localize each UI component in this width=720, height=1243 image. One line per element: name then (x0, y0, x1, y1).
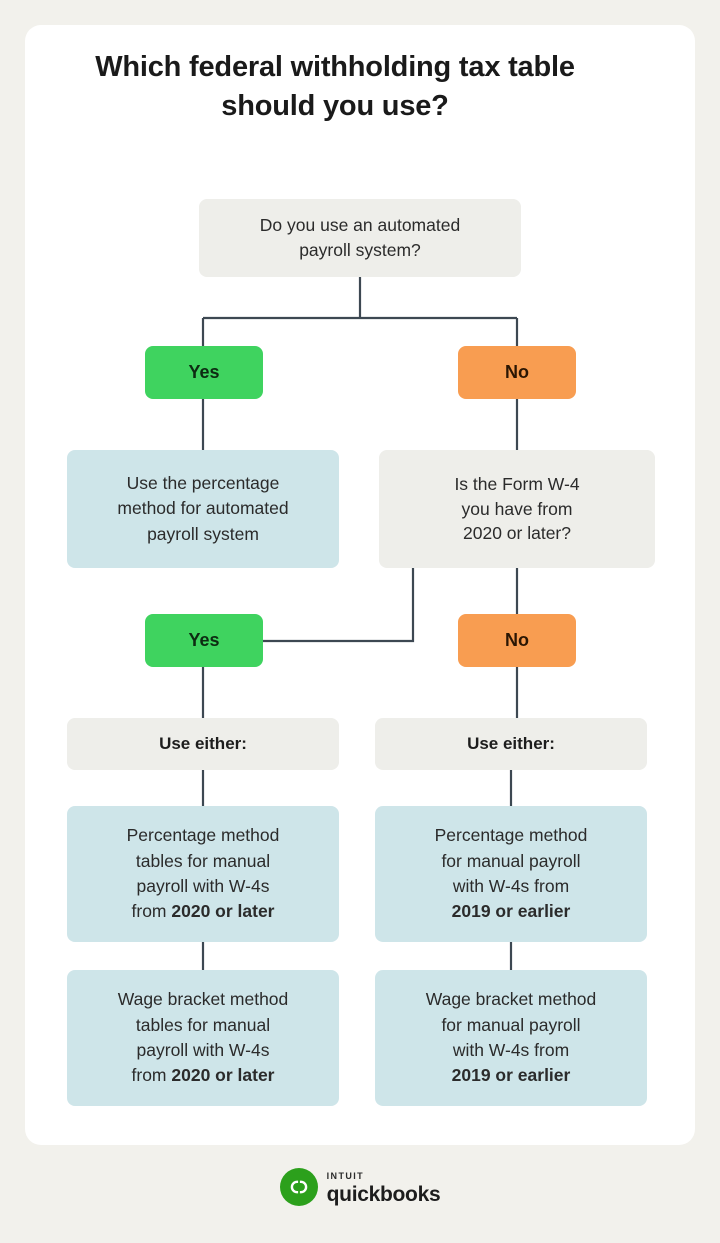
r1-line-3: payroll system (147, 523, 259, 544)
left-b-line-3: payroll with W-4s (136, 1040, 270, 1060)
right-a-line-4-emphasis: 2019 or earlier (451, 901, 571, 922)
right-b-line-2: for manual payroll (441, 1014, 581, 1035)
left-a-line-1: Percentage method (126, 825, 280, 846)
node-result-percentage-automated: Use the percentage method for automated … (67, 450, 339, 568)
use-either-right-label: Use either: (467, 734, 555, 753)
brand-footer: intuit quickbooks (0, 1168, 720, 1206)
left-b-line-4-prefix: from (131, 1065, 172, 1086)
q2-line-1: Is the Form W-4 (454, 473, 580, 494)
brand-quickbooks: quickbooks (326, 1182, 441, 1206)
brand-intuit: intuit (326, 1168, 365, 1183)
flowchart: Do you use an automated payroll system? … (67, 199, 655, 1106)
node-use-either-left: Use either: (67, 718, 339, 770)
left-a-line-4: from 2020 or later (132, 899, 275, 924)
right-a-line-1: Percentage method (434, 825, 588, 846)
brand-wordmark: intuit quickbooks (327, 1169, 441, 1205)
left-b-line-4: from 2020 or later (132, 1063, 275, 1088)
right-b-line-1: Wage bracket method (425, 989, 597, 1010)
no1-label: No (505, 362, 529, 382)
q1-line-1: Do you use an automated (259, 215, 461, 236)
yes1-label: Yes (188, 362, 220, 382)
right-a-line-3: with W-4s from (452, 876, 570, 896)
quickbooks-logo-icon (279, 1168, 318, 1206)
node-use-either-right: Use either: (375, 718, 647, 770)
right-a-line-2: for manual payroll (441, 850, 581, 871)
r1-line-2: method for automated (117, 498, 289, 519)
right-b-line-3: with W-4s from (452, 1040, 570, 1060)
left-a-line-3: payroll with W-4s (136, 876, 270, 896)
yes2-label: Yes (188, 630, 220, 650)
connector-q2-yes2-elbow (263, 567, 415, 643)
use-either-left-label: Use either: (159, 734, 247, 753)
left-a-line-4-emphasis: 2020 or later (171, 901, 275, 922)
page-title: Which federal withholding tax table shou… (95, 51, 575, 122)
left-b-line-4-emphasis: 2020 or later (171, 1065, 275, 1086)
node-no-automated-payroll[interactable]: No (458, 346, 576, 399)
node-result-percentage-manual-2019: Percentage method for manual payroll wit… (375, 806, 647, 942)
left-a-line-2: tables for manual (135, 850, 271, 871)
node-yes-form-w4-year[interactable]: Yes (145, 614, 263, 667)
node-result-wage-bracket-2019: Wage bracket method for manual payroll w… (375, 970, 647, 1106)
node-yes-automated-payroll[interactable]: Yes (145, 346, 263, 399)
node-no-form-w4-year[interactable]: No (458, 614, 576, 667)
node-result-wage-bracket-2020: Wage bracket method tables for manual pa… (67, 970, 339, 1106)
left-b-line-2: tables for manual (135, 1014, 271, 1035)
q1-line-2: payroll system? (299, 240, 421, 260)
node-result-percentage-manual-2020: Percentage method tables for manual payr… (67, 806, 339, 942)
r1-line-1: Use the percentage (126, 472, 280, 493)
q2-line-3: 2020 or later? (463, 523, 571, 544)
left-a-line-4-prefix: from (131, 901, 172, 922)
right-b-line-4-emphasis: 2019 or earlier (451, 1065, 571, 1086)
q2-line-2: you have from (461, 498, 573, 519)
no2-label: No (505, 630, 529, 650)
node-question-automated-payroll: Do you use an automated payroll system? (199, 199, 521, 277)
node-question-form-w4-year: Is the Form W-4 you have from 2020 or la… (379, 450, 655, 568)
left-b-line-1: Wage bracket method (117, 989, 289, 1010)
